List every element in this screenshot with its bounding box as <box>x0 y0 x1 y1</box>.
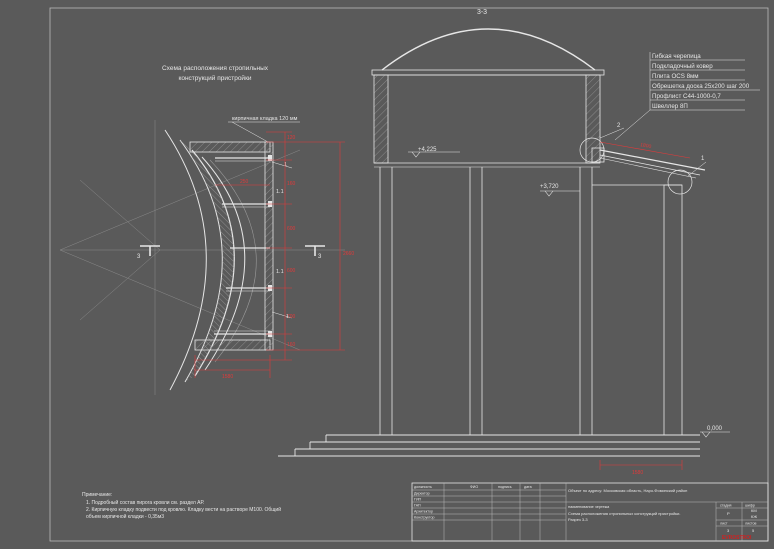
svg-text:3: 3 <box>727 528 730 533</box>
annex-roof <box>591 147 706 179</box>
brick-note: кирпичная кладка 120 мм <box>232 116 298 122</box>
notes-heading: Примечание: <box>82 492 112 498</box>
plan-bottom-wall <box>194 339 271 351</box>
svg-text:120: 120 <box>287 135 296 141</box>
section-dome <box>381 28 596 71</box>
svg-text:2660: 2660 <box>343 251 354 257</box>
roof-layer-2: Подкладочный ковер <box>652 63 713 70</box>
plan-mark-1-1a: 1.1 <box>276 189 284 195</box>
roof-layer-1: Гибкая черепица <box>652 53 701 60</box>
plan-dim-chain <box>194 131 345 378</box>
svg-text:0,000: 0,000 <box>707 426 723 432</box>
svg-text:+4,225: +4,225 <box>418 147 437 153</box>
section-view: 2 1 1800 +4,225 +3,720 0,000 <box>278 28 760 476</box>
section-columns <box>379 167 593 435</box>
stamp-drawing-sheet: Разрез 3-3 <box>568 517 588 522</box>
plan-title-line2: конструкций пристройки <box>178 74 251 82</box>
svg-text:листов: листов <box>745 522 757 526</box>
svg-text:КМ: КМ <box>751 508 757 513</box>
svg-text:+3,720: +3,720 <box>540 184 559 190</box>
svg-text:600: 600 <box>287 226 296 232</box>
section-cornice <box>371 69 605 76</box>
stamp-drawing-name: Схема расположения стропильных конструкц… <box>568 511 680 516</box>
plan-mark-1b: 1 <box>286 314 289 320</box>
stamp-row-5: Конструктор <box>414 516 435 520</box>
svg-text:КЖ: КЖ <box>751 514 757 519</box>
stamp-row-2: ГИП <box>414 498 422 502</box>
roof-layer-3: Плита OCS 8мм <box>652 73 699 80</box>
plan-rafters <box>214 157 270 335</box>
cut-label-right: 3 <box>318 254 322 260</box>
detail-circle-1 <box>667 169 693 195</box>
sheet-frame <box>49 7 769 542</box>
level-mark-4225: +4,225 <box>408 147 460 158</box>
plan-top-wall <box>189 141 271 153</box>
plan-rafters-inner <box>214 160 270 332</box>
notes-item-1: 1. Подробный состав пирога кровли см. ра… <box>86 499 205 506</box>
section-left-upper-wall <box>373 74 389 164</box>
plan-right-wall <box>264 141 274 351</box>
cut-label-left: 3 <box>137 254 141 260</box>
annex-wall <box>663 184 683 436</box>
svg-text:5: 5 <box>752 528 755 533</box>
plan-arc-inner <box>209 159 257 363</box>
svg-text:600: 600 <box>287 268 296 274</box>
roof-layer-5: Профлист С44-1000-0,7 <box>652 93 721 100</box>
plan-view: Схема расположения стропильных конструкц… <box>59 65 354 395</box>
svg-text:подпись: подпись <box>498 485 512 489</box>
roof-layers-lines <box>614 52 760 141</box>
svg-text:160: 160 <box>287 342 296 348</box>
cut-mark-right <box>305 245 325 256</box>
svg-text:лист: лист <box>720 522 728 526</box>
plan-construction-lines <box>59 120 345 395</box>
svg-text:700: 700 <box>287 314 296 320</box>
level-mark-3720: +3,720 <box>540 184 580 197</box>
section-mark-1: 1 <box>701 156 705 162</box>
notes: Примечание: 1. Подробный состав пирога к… <box>82 492 281 520</box>
roof-layers: Гибкая черепица Подкладочный ковер Плита… <box>652 53 750 110</box>
plan-dim-labels: 120 250 160 600 600 700 160 2660 1580 <box>222 135 354 380</box>
section-label: 3-3 <box>477 9 487 16</box>
svg-text:дата: дата <box>524 485 532 489</box>
plan-outer-arc <box>164 129 207 391</box>
svg-text:Р: Р <box>727 511 730 516</box>
stamp-row-4: Архитектор <box>414 510 433 514</box>
detail-circle-2 <box>579 137 605 163</box>
stamp-logo: EVROSTROI <box>722 535 752 541</box>
stamp-row-1: Директор <box>414 492 430 496</box>
roof-layer-6: Швеллер 8П <box>652 103 688 110</box>
svg-text:шифр: шифр <box>745 504 755 508</box>
notes-item-2b: объем кирпичной кладки - 0,35м3 <box>86 513 164 520</box>
notes-item-2: 2. Кирпичную кладку подвести под кровлю.… <box>86 506 281 513</box>
dim-roof: 1800 <box>640 142 652 150</box>
svg-text:ФИО: ФИО <box>470 485 478 489</box>
plan-title-line1: Схема расположения стропильных <box>162 65 269 72</box>
level-mark-0: 0,000 <box>700 426 730 438</box>
stamp-object: Объект по адресу: Московская область, На… <box>568 488 687 493</box>
roof-layer-4: Обрешетка доска 25х200 шаг 200 <box>652 83 750 90</box>
dim-base: 1580 <box>632 470 643 476</box>
section-right-upper-wall <box>585 74 601 164</box>
cut-mark-left <box>140 245 160 256</box>
title-block: должность ФИО подпись дата Директор ГИП … <box>411 482 769 542</box>
svg-text:стадия: стадия <box>720 504 732 508</box>
plan-arc-hatch <box>180 140 235 382</box>
svg-text:должность: должность <box>414 485 432 489</box>
svg-text:250: 250 <box>240 179 249 185</box>
plan-mark-1-1b: 1.1 <box>276 269 284 275</box>
stamp-drawing-heading: наименование чертежа <box>568 505 610 509</box>
section-steps <box>278 434 700 457</box>
plan-mark-1: 1 <box>284 162 287 168</box>
stamp-row-3: ГАП <box>414 504 421 508</box>
svg-text:160: 160 <box>287 181 296 187</box>
svg-text:1580: 1580 <box>222 374 233 380</box>
section-mark-2: 2 <box>617 123 621 129</box>
